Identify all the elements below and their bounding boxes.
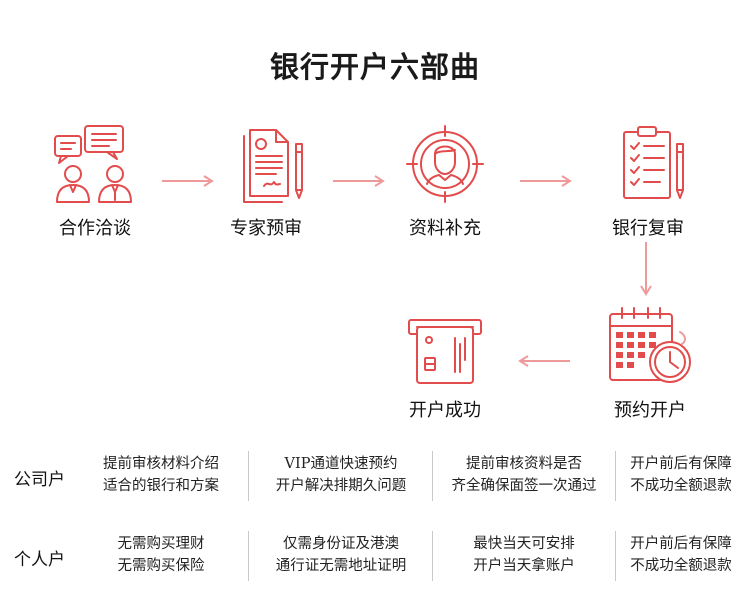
checklist-pen-icon [623, 126, 684, 199]
page-title: 银行开户六部曲 [269, 50, 480, 84]
column-divider [615, 451, 616, 501]
arrow-right-icon [333, 175, 385, 187]
step-account-opened: 开户成功 [370, 314, 520, 422]
table-cell: 开户前后有保障 不成功全额退款 [630, 536, 732, 574]
step-label: 专家预审 [230, 218, 302, 239]
two-people-chat-icon [54, 125, 132, 203]
row-header: 个人户 [14, 550, 65, 570]
step-label: 合作洽谈 [59, 218, 131, 239]
step-label: 开户成功 [409, 400, 481, 421]
step-schedule-opening: 预约开户 [575, 304, 725, 422]
column-divider [432, 451, 433, 501]
table-cell: 开户前后有保障 不成功全额退款 [630, 456, 732, 494]
step-label: 预约开户 [614, 400, 686, 421]
row-header: 公司户 [14, 470, 65, 490]
table-cell: 最快当天可安排 开户当天拿账户 [473, 536, 575, 574]
step-bank-recheck: 银行复审 [573, 122, 723, 240]
step-negotiation: 合作洽谈 [20, 122, 170, 240]
column-divider [248, 451, 249, 501]
table-cell: VIP通道快速预约 开户解决排期久问题 [275, 456, 407, 494]
arrow-right-icon [520, 175, 572, 187]
step-expert-review: 专家预审 [191, 122, 341, 240]
arrow-down-icon [640, 242, 652, 296]
column-divider [432, 531, 433, 581]
arrow-right-icon [162, 175, 214, 187]
table-cell: 提前审核材料介绍 适合的银行和方案 [103, 456, 219, 494]
document-pen-icon [243, 129, 303, 203]
table-cell: 提前审核资料是否 齐全确保面签一次通过 [451, 456, 597, 494]
bank-card-icon [408, 319, 482, 384]
person-target-icon [406, 125, 484, 203]
table-row-personal: 个人户 无需购买理财 无需购买保险 仅需身份证及港澳 通行证无需地址证明 最快当… [0, 525, 750, 587]
step-supplement-materials: 资料补充 [370, 122, 520, 240]
calendar-clock-icon [609, 307, 691, 383]
table-cell: 仅需身份证及港澳 通行证无需地址证明 [275, 536, 407, 574]
step-label: 银行复审 [612, 218, 684, 239]
column-divider [248, 531, 249, 581]
step-label: 资料补充 [409, 218, 481, 239]
table-row-company: 公司户 提前审核材料介绍 适合的银行和方案 VIP通道快速预约 开户解决排期久问… [0, 445, 750, 507]
arrow-left-icon [518, 355, 570, 367]
table-cell: 无需购买理财 无需购买保险 [117, 536, 205, 574]
column-divider [615, 531, 616, 581]
